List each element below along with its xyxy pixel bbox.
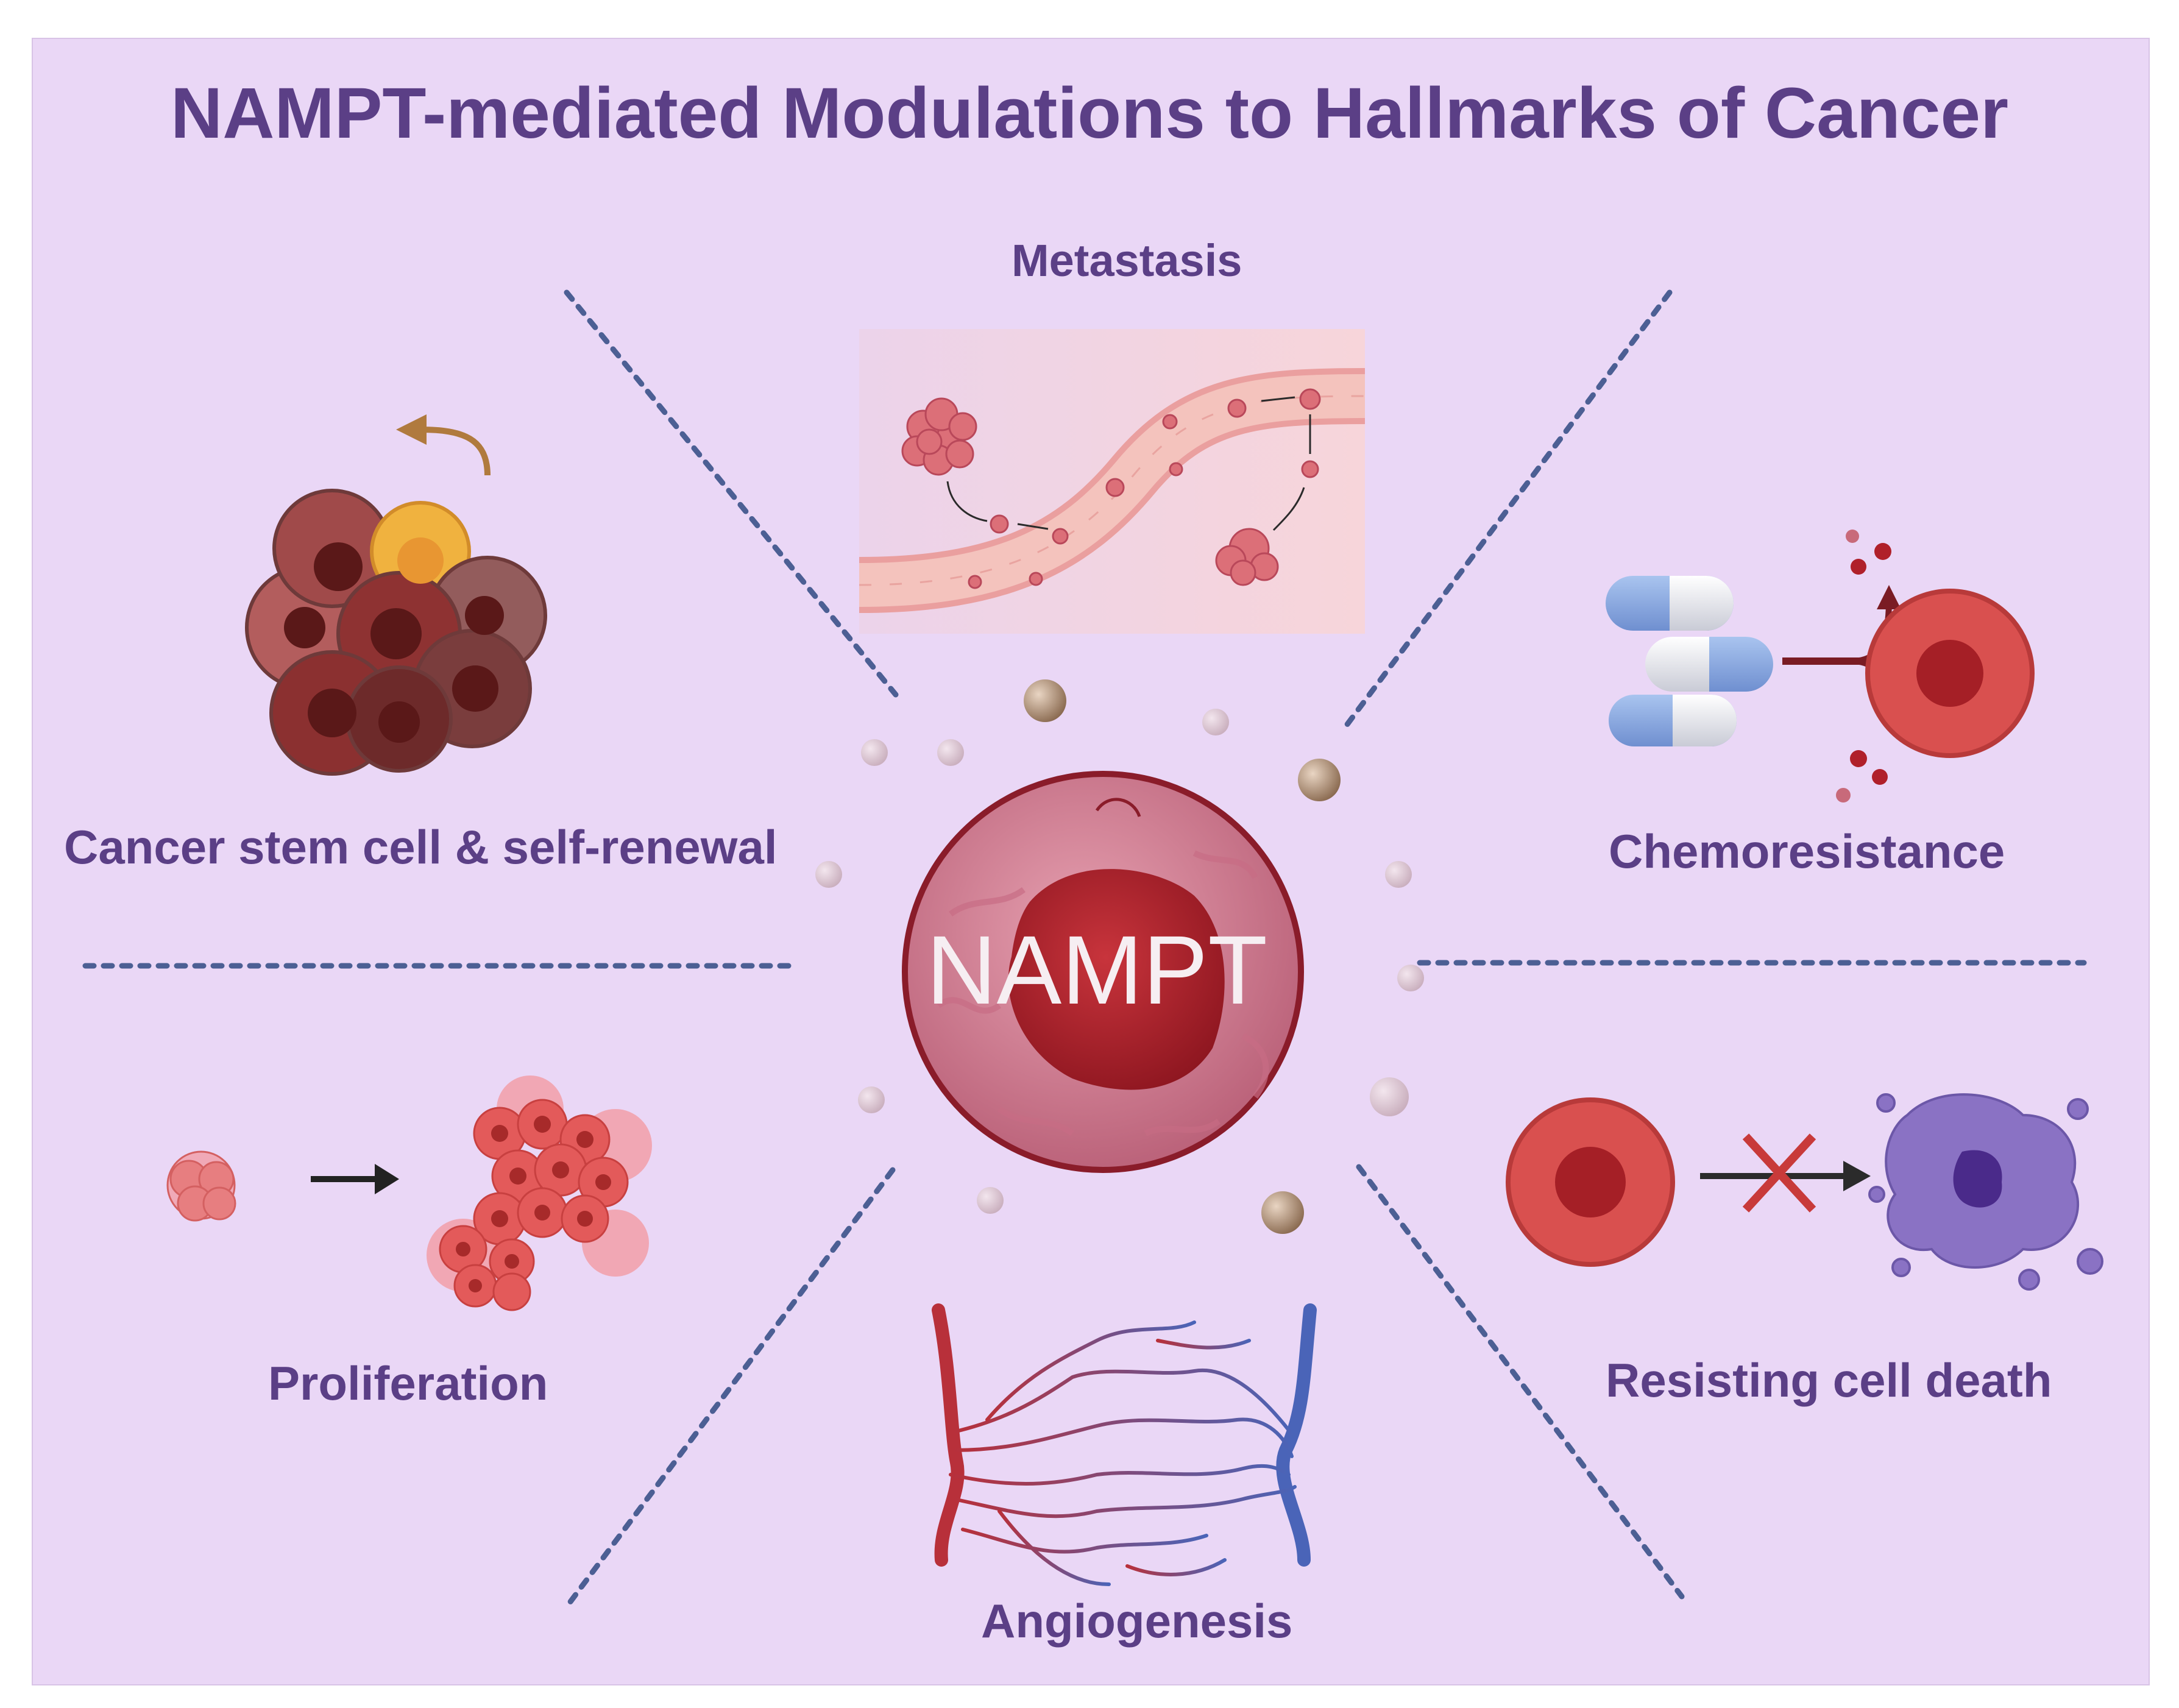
label-metastasis: Metastasis <box>1012 235 1242 286</box>
divider-lines <box>82 289 2087 1606</box>
divider-top-right <box>1344 289 1673 728</box>
label-resisting-cell-death: Resisting cell death <box>1606 1353 2052 1407</box>
nampt-cell <box>902 771 1304 1173</box>
floating-beads <box>815 679 1424 1234</box>
divider-bottom-left <box>567 1167 896 1606</box>
label-angiogenesis: Angiogenesis <box>981 1594 1293 1648</box>
label-chemoresistance: Chemoresistance <box>1609 824 2005 878</box>
figure-title: NAMPT-mediated Modulations to Hallmarks … <box>170 73 2009 154</box>
divider-top-left <box>564 289 899 698</box>
divider-bottom-right <box>1356 1164 1685 1600</box>
angiogenesis-illustration <box>932 1303 1317 1586</box>
label-proliferation: Proliferation <box>268 1356 548 1410</box>
metastasis-illustration <box>859 329 1366 634</box>
chemoresistance-illustration <box>1606 530 2035 803</box>
pill-1 <box>1606 576 1734 631</box>
proliferation-illustration <box>166 1075 652 1311</box>
pill-3 <box>1609 695 1737 746</box>
pill-2 <box>1645 637 1773 692</box>
label-cancer-stem-cell: Cancer stem cell & self-renewal <box>64 820 778 874</box>
cancer-stem-cell-cluster <box>245 414 547 776</box>
label-nampt: NAMPT <box>926 915 1267 1024</box>
resisting-cell-death-illustration <box>1506 1093 2103 1291</box>
